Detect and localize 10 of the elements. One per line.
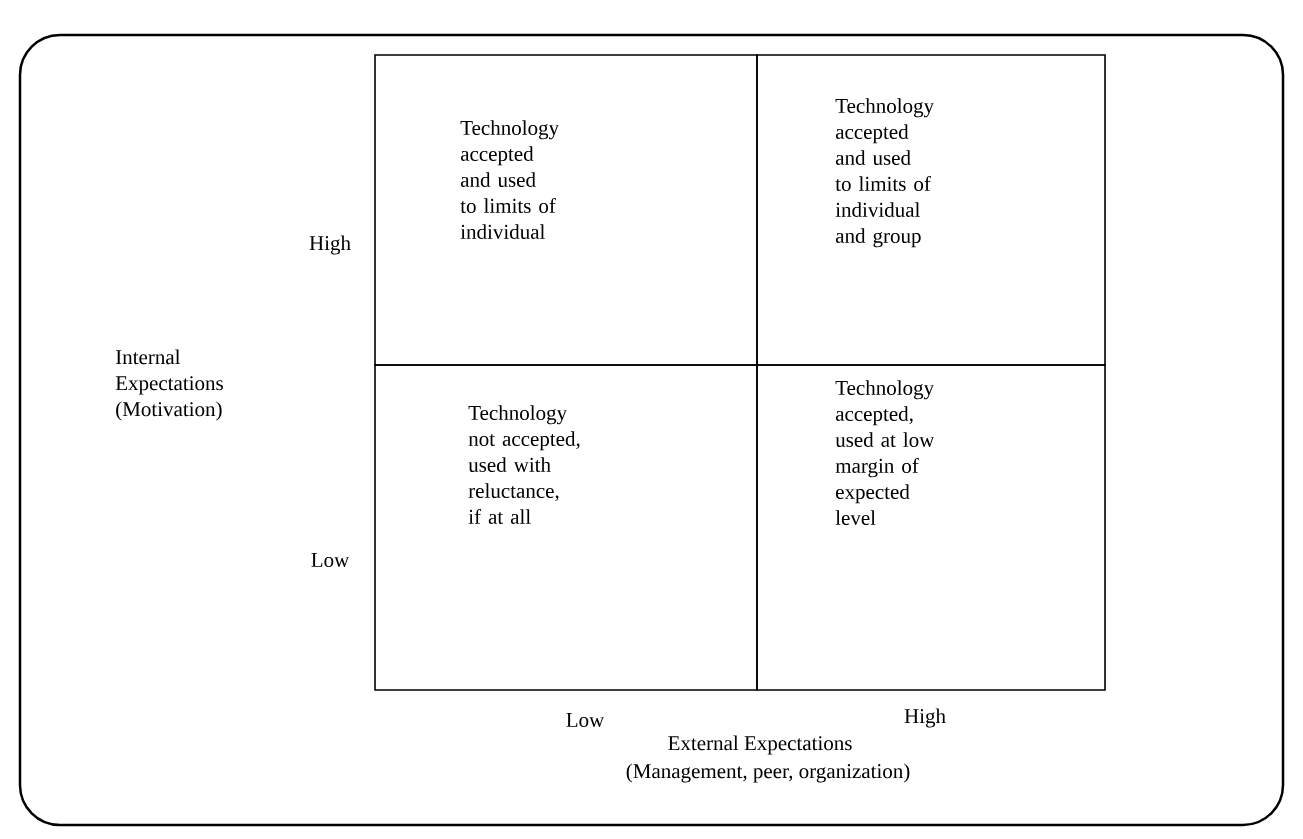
- axis-value: Low: [311, 553, 350, 567]
- axis-title: (Management, peer, organization): [626, 763, 910, 783]
- matrix-cell: Technology accepted, used at low margin of expected level: [756, 364, 1106, 691]
- matrix-cell: Technology not accepted, used with reluctance, if at all: [374, 364, 758, 691]
- axis-value: High: [309, 235, 351, 255]
- axis-value: Low: [566, 713, 605, 727]
- axis-title: External Expectations: [668, 735, 852, 755]
- matrix-cell: Technology accepted and used to limits of individual: [374, 54, 758, 366]
- matrix-cell: Technology accepted and used to limits of individual and group: [756, 54, 1106, 366]
- axis-title: Internal Expectations (Motivation): [115, 349, 223, 421]
